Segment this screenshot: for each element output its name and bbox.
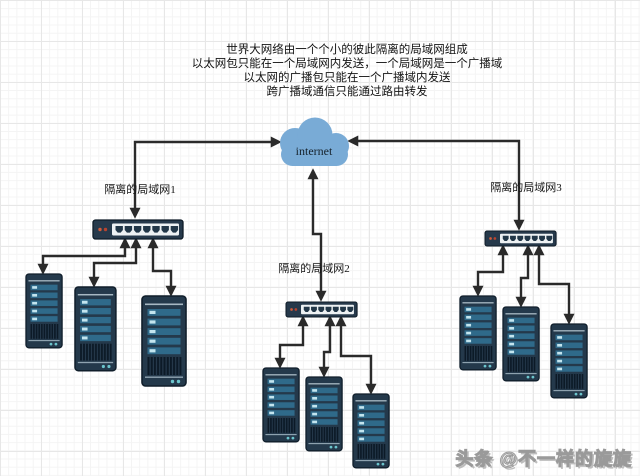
lan3-server3-icon: [550, 323, 588, 399]
link-lan3-server1: [472, 244, 509, 297]
link-cloud-lan1: [129, 136, 282, 219]
link-lan3-server2: [515, 244, 534, 308]
lan2-switch-icon: [285, 301, 358, 318]
lan1-server1-icon: [25, 273, 63, 349]
lan1-server2-icon: [74, 286, 117, 372]
lan2-server3-icon: [352, 393, 390, 469]
link-lan1-server3: [147, 237, 177, 297]
link-lan2-server2: [318, 315, 336, 378]
cloud-icon: [280, 117, 349, 166]
lan3-switch-icon: [484, 230, 557, 247]
lan3-server2-icon: [502, 306, 540, 382]
lan2-label: 隔离的局域网2: [278, 261, 350, 275]
lan1-switch-icon: [92, 219, 184, 240]
internet-label: internet: [296, 144, 333, 158]
link-cloud-lan3: [347, 135, 525, 231]
intro-line-3: 以太网的广播包只能在一个广播域内发送: [244, 70, 451, 84]
lan3-label: 隔离的局域网3: [490, 180, 562, 194]
link-cloud-lan2: [307, 168, 327, 302]
intro-line-4: 跨广播域通信只能通过路由转发: [267, 84, 428, 98]
link-lan2-server3: [335, 315, 377, 395]
lan1-label: 隔离的局域网1: [104, 182, 176, 196]
lan2-server1-icon: [262, 367, 300, 443]
link-lan1-server1: [37, 237, 131, 275]
link-lan1-server2: [88, 237, 142, 288]
link-lan3-server3: [533, 244, 575, 325]
lan3-server1-icon: [459, 295, 497, 371]
lan1-server3-icon: [141, 295, 187, 387]
link-lan2-server1: [274, 315, 309, 369]
lan2-server2-icon: [305, 376, 343, 452]
internet-cloud: internet: [280, 117, 349, 166]
watermark: 头条 @不一样的旋旋: [455, 449, 632, 470]
intro-line-1: 世界大网络由一个个小的彼此隔离的局域网组成: [226, 42, 468, 56]
intro-line-2: 以太网包只能在一个局域网内发送，一个局域网是一个广播域: [192, 56, 503, 70]
